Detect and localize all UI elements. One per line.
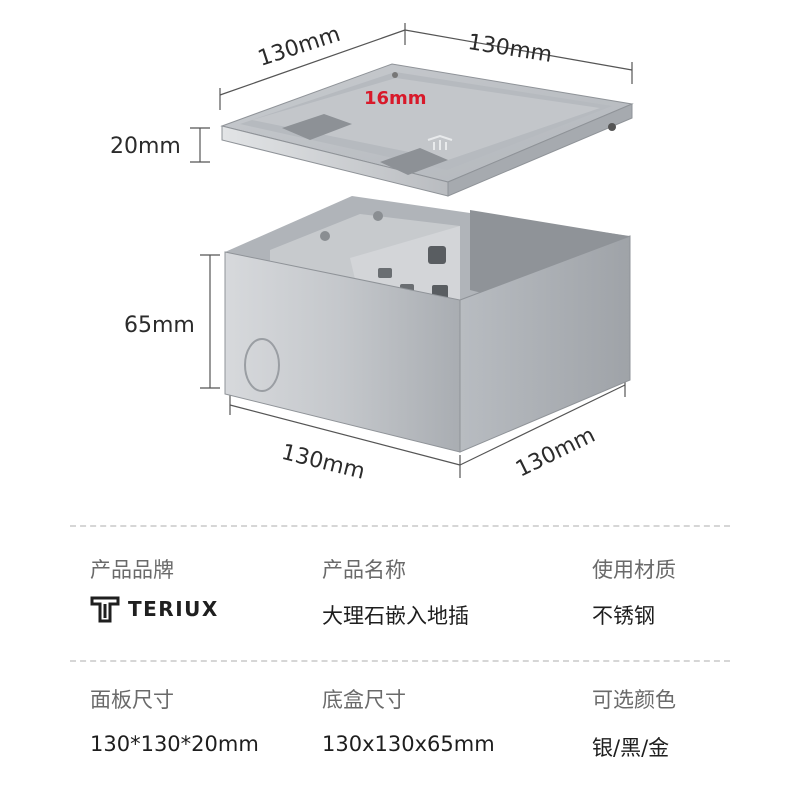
color-options-label: 可选颜色 [592, 688, 676, 712]
dim-inner-depth: 16mm [364, 88, 427, 109]
dimension-lines [190, 23, 633, 478]
spec-divider-top [70, 525, 730, 527]
spec-divider-middle [70, 660, 730, 662]
brand-name: TERIUX [128, 597, 219, 621]
teriux-logo-icon [90, 596, 120, 623]
base-box [224, 196, 631, 453]
product-name-value: 大理石嵌入地插 [322, 604, 469, 628]
color-options-value: 银/黑/金 [592, 736, 670, 760]
top-panel [220, 63, 634, 197]
floor-box-illustration [190, 23, 634, 478]
panel-size-label: 面板尺寸 [90, 688, 174, 712]
brand-logo: TERIUX [90, 594, 219, 624]
brand-label: 产品品牌 [90, 558, 174, 582]
base-size-value: 130x130x65mm [322, 732, 495, 756]
material-value: 不锈钢 [592, 604, 655, 628]
base-size-label: 底盒尺寸 [322, 688, 406, 712]
teriux-logo-icon [427, 134, 453, 150]
material-label: 使用材质 [592, 558, 676, 582]
product-name-label: 产品名称 [322, 558, 406, 582]
panel-size-value: 130*130*20mm [90, 732, 259, 756]
dim-panel-height: 20mm [110, 134, 181, 159]
dim-box-height: 65mm [124, 313, 195, 338]
